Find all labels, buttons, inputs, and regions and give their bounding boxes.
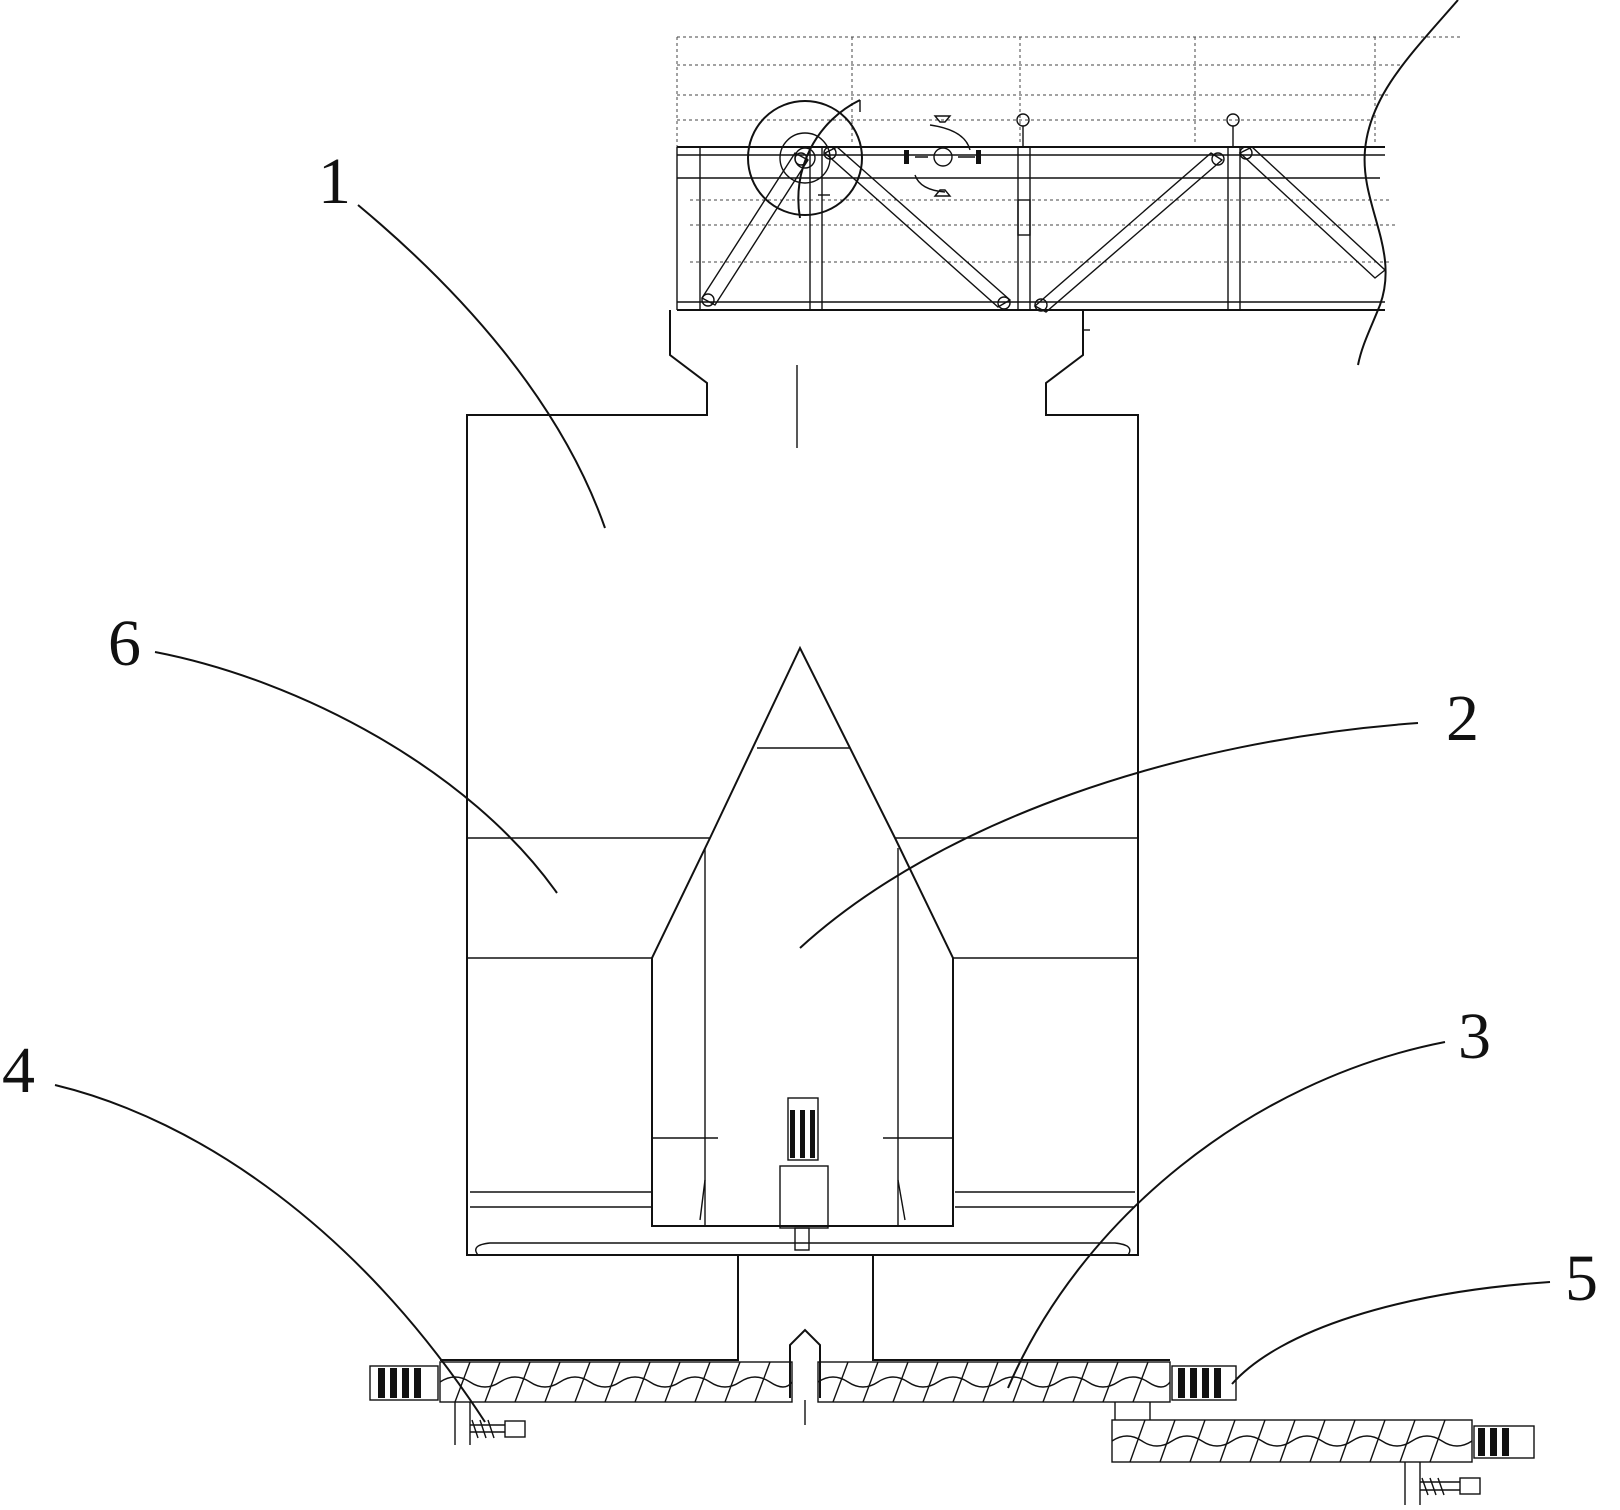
leader-line-3 [1007, 1041, 1446, 1389]
break-line [1357, 0, 1459, 366]
outlet-divider [789, 1328, 821, 1398]
center-motor [779, 1097, 829, 1251]
part-label-1: 1 [318, 145, 351, 218]
part-label-6: 6 [108, 607, 141, 680]
leader-lines [54, 204, 1551, 1423]
leader-line-1 [357, 204, 606, 529]
left-screw-conveyor [369, 1361, 793, 1445]
suspension-hooks [1016, 113, 1240, 236]
leader-line-6 [154, 651, 558, 894]
leader-line-4 [54, 1084, 486, 1423]
rotation-symbol [904, 115, 981, 197]
silo-neck [466, 310, 1139, 1256]
part-label-2: 2 [1446, 682, 1479, 755]
truss-bridge [676, 0, 1460, 366]
lower-screw-conveyor [1111, 1419, 1535, 1505]
leader-line-2 [799, 722, 1419, 949]
part-label-5: 5 [1565, 1242, 1598, 1315]
central-cone [651, 645, 954, 1227]
bottom-tray [475, 1242, 1131, 1256]
leader-line-5 [1231, 1281, 1551, 1385]
part-label-4: 4 [2, 1034, 35, 1107]
truss-verticals [809, 146, 1241, 311]
discharge-outlets [440, 1255, 1170, 1425]
part-label-3: 3 [1458, 1000, 1491, 1073]
background-grid [676, 36, 1460, 310]
truss-diagonals [701, 146, 1387, 313]
right-screw-conveyor [817, 1361, 1237, 1420]
silo-shell [466, 310, 1139, 1256]
drive-wheel [747, 99, 863, 219]
